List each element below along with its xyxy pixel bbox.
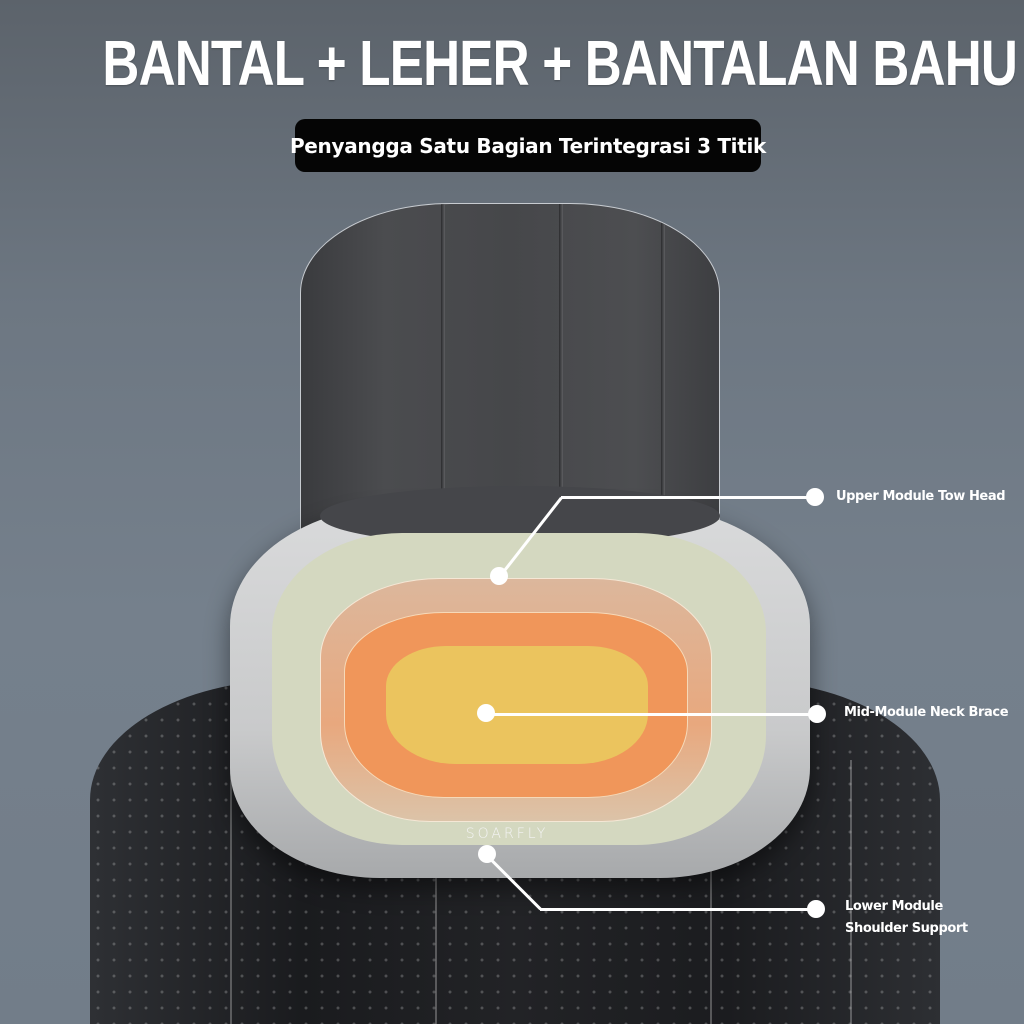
headrest-rib — [559, 204, 563, 622]
callout-label-lower-line2: Shoulder Support — [845, 921, 968, 936]
seat-seam — [230, 760, 232, 1024]
callout-label-upper: Upper Module Tow Head — [836, 489, 1006, 504]
headrest-rib — [661, 204, 665, 622]
callout-dot-mid-end — [808, 705, 826, 723]
seat-seam — [710, 760, 712, 1024]
headline-title: BANTAL + LEHER + BANTALAN BAHU — [102, 27, 1018, 99]
brand-logo: SOARFLY — [465, 826, 549, 842]
subtitle-badge: Penyangga Satu Bagian Terintegrasi 3 Tit… — [290, 119, 766, 172]
callout-line-lower — [540, 908, 816, 911]
callout-dot-lower-end — [807, 900, 825, 918]
pillow-layer-core — [386, 646, 648, 764]
seat-seam — [435, 760, 437, 1024]
seat-seam — [850, 760, 852, 1024]
callout-dot-upper-end — [806, 488, 824, 506]
subtitle-text: Penyangga Satu Bagian Terintegrasi 3 Tit… — [289, 133, 767, 158]
callout-label-lower-line1: Lower Module — [845, 899, 943, 914]
callout-label-lower: Lower Module Shoulder Support — [845, 896, 968, 940]
headrest-rib — [441, 204, 445, 622]
callout-line-upper — [561, 496, 814, 499]
callout-line-mid — [486, 713, 816, 716]
callout-label-mid: Mid-Module Neck Brace — [844, 705, 1009, 720]
